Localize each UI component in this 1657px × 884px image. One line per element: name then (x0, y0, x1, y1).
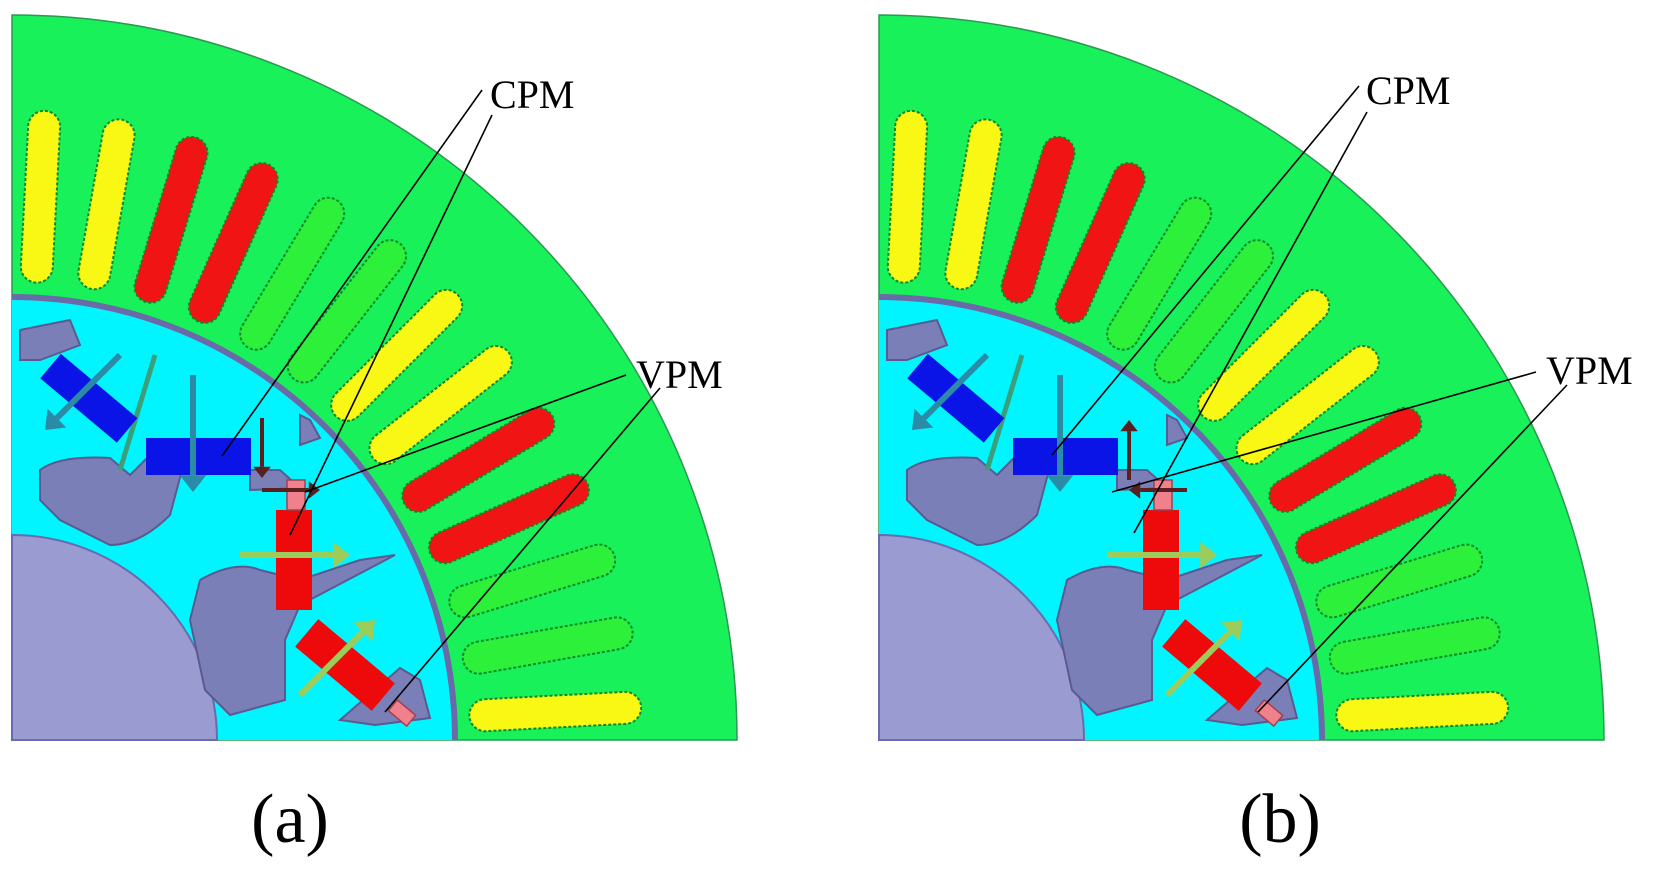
coil-slot (330, 288, 464, 422)
coil-slot (461, 616, 634, 675)
magnetization-arrow (54, 352, 123, 421)
magnetization-arrow-head (1220, 620, 1242, 642)
rotor-iron-island (886, 318, 949, 361)
motor-geometry (878, 14, 1605, 741)
magnetization-arrow-head (333, 541, 350, 569)
cpm-label: CPM (490, 72, 575, 117)
coil-slot (1328, 616, 1501, 675)
magnetization-arrow-head (912, 408, 934, 430)
motor-diagram-a: CPM VPM (11, 14, 738, 741)
caption-a: (a) (251, 781, 329, 858)
leader-line (384, 387, 661, 713)
annotation-lines (221, 89, 661, 713)
coil-slot (1054, 162, 1146, 324)
vpm-arrow-head (253, 466, 271, 478)
rotor-iron-island (1055, 554, 1263, 717)
annotation-lines (1051, 85, 1568, 713)
coil-slot (239, 196, 346, 351)
leader-line (304, 374, 627, 493)
vpm-label: VPM (636, 352, 723, 397)
coil-slot (1153, 239, 1275, 384)
magnetization-arrow-head (353, 620, 375, 642)
magnetization-arrow (1164, 629, 1233, 698)
coil-slot (1315, 543, 1484, 619)
rotor-iron-island (188, 554, 396, 717)
coil-slot (468, 690, 643, 733)
leader-line (1051, 85, 1360, 456)
coil-slot (77, 118, 136, 291)
coil-slot (448, 543, 617, 619)
vpm-arrow-head (308, 481, 320, 499)
shaft (878, 533, 1086, 741)
caption-b: (b) (1239, 781, 1321, 858)
leader-line (1257, 384, 1568, 713)
coil-slot (1106, 196, 1213, 351)
magnetization-arrow (297, 629, 366, 698)
leader-line (221, 89, 483, 457)
flux-barrier (984, 354, 1025, 471)
magnetization-arrow-head (179, 475, 207, 492)
coil-slot (1335, 690, 1510, 733)
coil-slot (1295, 473, 1457, 565)
coil-slot (286, 239, 408, 384)
coil-slot (187, 162, 279, 324)
leader-line (1111, 371, 1537, 493)
leader-line (289, 114, 493, 536)
cpm-label: CPM (1366, 68, 1451, 113)
magnetization-arrow-head (45, 408, 67, 430)
flux-barrier (117, 354, 158, 471)
rotor-iron-island (299, 413, 322, 447)
coil-slot (886, 109, 929, 284)
leader-line (1133, 111, 1368, 534)
coil-slot (1000, 135, 1076, 304)
rotor-iron-island (19, 318, 82, 361)
magnetization-arrow-head (1046, 475, 1074, 492)
coil-slot (1197, 288, 1331, 422)
coil-slot (401, 406, 556, 513)
vpm-arrow-head (1120, 420, 1138, 432)
cpm-magnet-red-2 (1162, 619, 1262, 711)
vpm-label: VPM (1546, 348, 1633, 393)
cpm-magnet-blue-1 (40, 353, 138, 443)
vpm-magnet-2 (387, 698, 417, 728)
coil-slot (1235, 344, 1380, 466)
motor-diagram-b: CPM VPM (878, 14, 1633, 741)
coil-slot (428, 473, 590, 565)
coil-slot (944, 118, 1003, 291)
cpm-magnet-red-1 (1143, 510, 1179, 610)
cpm-magnet-blue-2 (146, 438, 251, 475)
shaft (11, 533, 219, 741)
cpm-magnet-red-2 (295, 619, 395, 711)
coil-slot (19, 109, 62, 284)
magnetization-arrow-head (1200, 541, 1217, 569)
vpm-magnet-1 (286, 479, 306, 511)
magnetization-arrow (921, 352, 990, 421)
coil-slot (133, 135, 209, 304)
coil-slot (368, 344, 513, 466)
cpm-magnet-blue-2 (1013, 438, 1118, 475)
vpm-magnet-1 (1153, 479, 1173, 511)
cpm-magnet-blue-1 (907, 353, 1005, 443)
motor-geometry (11, 14, 738, 741)
